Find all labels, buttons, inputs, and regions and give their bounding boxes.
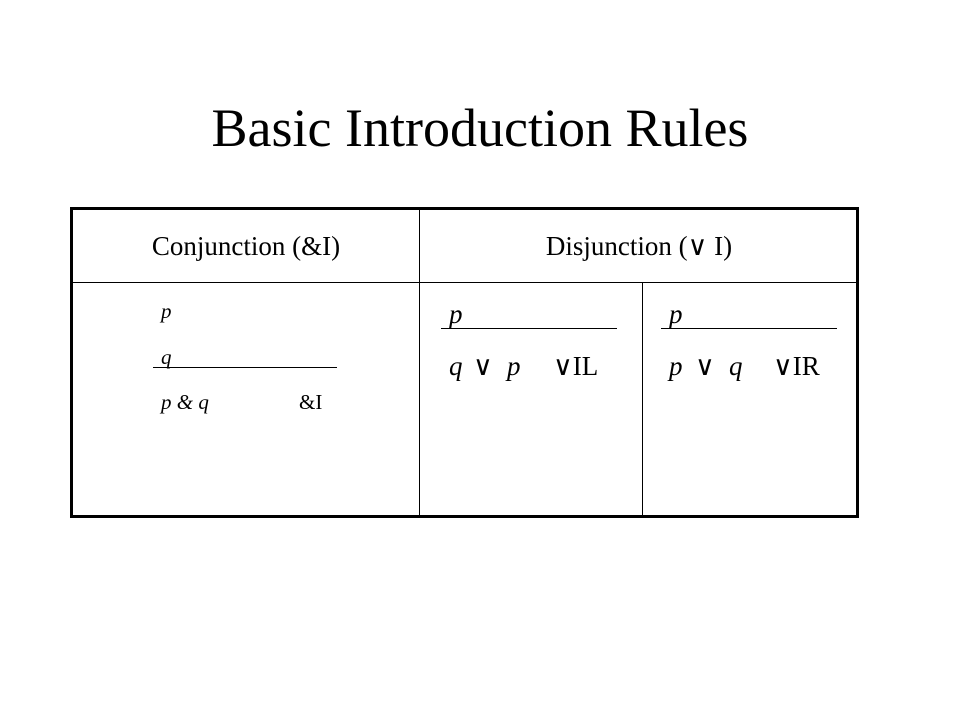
disjunction-right-premise: p xyxy=(669,299,683,329)
disjunction-right-rule-label: ∨IR xyxy=(773,351,820,381)
header-disjunction: Disjunction (∨ I) xyxy=(545,230,733,261)
disjunction-right-operator: ∨ xyxy=(695,351,715,381)
conjunction-conclusion: p & q xyxy=(161,390,209,414)
disjunction-left-conclusion-right: p xyxy=(507,351,521,381)
disjunction-right-conclusion-right: q xyxy=(729,351,743,381)
header-conjunction: Conjunction (&I) xyxy=(151,230,341,261)
header-row-divider xyxy=(73,282,856,283)
rules-table: Conjunction (&I) Disjunction (∨ I) p q p… xyxy=(70,207,859,518)
disjunction-right-inference-line xyxy=(661,328,837,329)
disjunction-right-conclusion-left: p xyxy=(669,351,683,381)
disjunction-left-conclusion-left: q xyxy=(449,351,463,381)
disjunction-left-premise: p xyxy=(449,299,463,329)
disjunction-left-rule-label: ∨IL xyxy=(553,351,599,381)
conjunction-premise-1: p xyxy=(161,299,172,323)
disjunction-left-operator: ∨ xyxy=(473,351,493,381)
column-divider-disjunction xyxy=(642,282,643,515)
conjunction-rule-label: &I xyxy=(299,390,323,414)
disjunction-left-inference-line xyxy=(441,328,617,329)
conjunction-inference-line xyxy=(153,367,337,368)
slide-title: Basic Introduction Rules xyxy=(211,98,749,158)
conjunction-premise-2: q xyxy=(161,345,172,369)
column-divider-conjunction xyxy=(419,210,420,515)
